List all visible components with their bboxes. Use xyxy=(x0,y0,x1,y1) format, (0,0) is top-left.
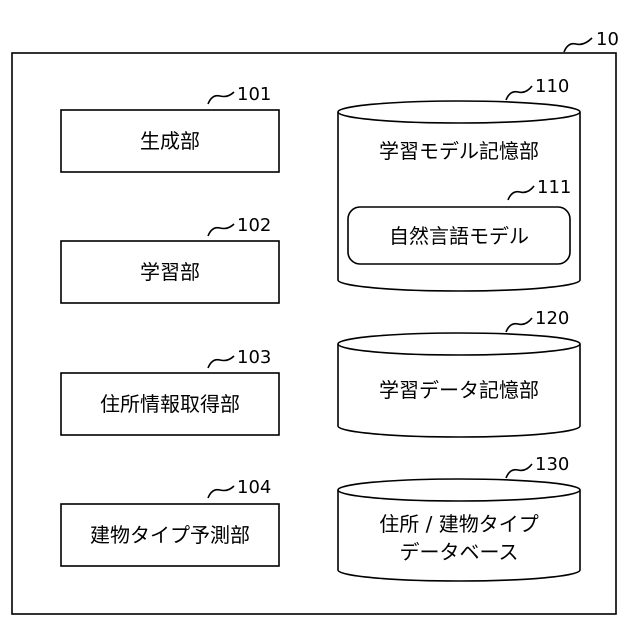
learning-unit-label: 学習部 xyxy=(140,260,200,284)
model-storage-ref: 110 xyxy=(535,76,569,97)
system-leader-line xyxy=(564,38,592,52)
data-storage-ref: 120 xyxy=(535,308,569,329)
prediction-unit-label: 建物タイプ予測部 xyxy=(90,523,250,547)
model-storage-label: 学習モデル記憶部 xyxy=(379,139,539,163)
learning-unit-ref: 102 xyxy=(237,215,271,236)
database-label-line1: 住所 / 建物タイプ xyxy=(379,512,538,536)
prediction-unit-leader xyxy=(208,486,234,498)
data-storage-label: 学習データ記憶部 xyxy=(379,378,539,402)
prediction-unit-ref: 104 xyxy=(237,477,271,498)
database-label-line2: データベース xyxy=(400,540,519,564)
generation-unit-leader xyxy=(208,92,234,104)
model-storage-leader xyxy=(506,86,532,100)
data-storage-leader xyxy=(506,318,532,332)
language-model-label: 自然言語モデル xyxy=(389,224,529,248)
generation-unit-ref: 101 xyxy=(237,84,271,105)
database-ref: 130 xyxy=(535,454,569,475)
generation-unit-label: 生成部 xyxy=(140,129,200,153)
system-ref: 10 xyxy=(596,29,619,50)
address-unit-ref: 103 xyxy=(237,347,271,368)
language-model-leader xyxy=(508,186,534,200)
address-unit-leader xyxy=(208,356,234,368)
learning-unit-leader xyxy=(208,224,234,236)
language-model-ref: 111 xyxy=(537,177,571,198)
database-leader xyxy=(506,464,532,478)
address-unit-label: 住所情報取得部 xyxy=(100,392,240,416)
